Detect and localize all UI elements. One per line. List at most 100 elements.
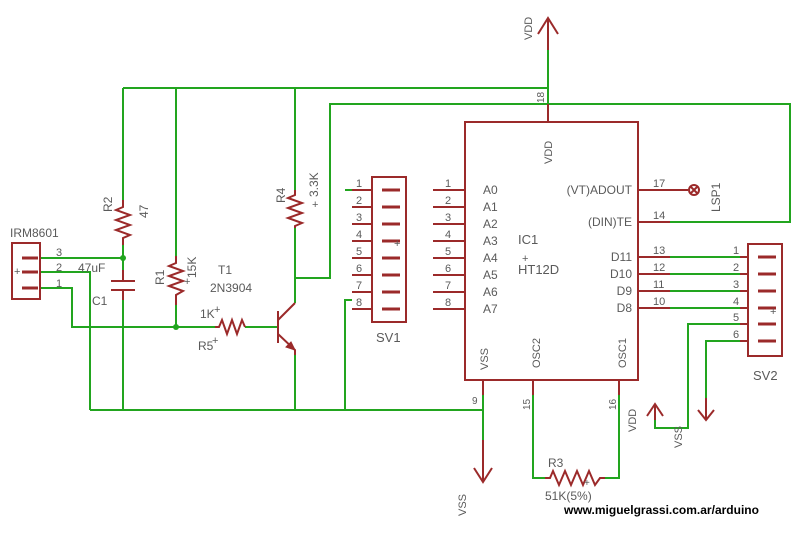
ic1-pin9-num: 9 — [472, 396, 478, 407]
ic1-vdd-label: VDD — [543, 141, 555, 164]
ic1-part: HT12D — [518, 262, 559, 277]
c1-label: C1 — [92, 294, 108, 308]
ic1-right-pin-num: 11 — [653, 279, 664, 291]
ic1-pin15-num: 15 — [522, 398, 533, 410]
sv2-pin-num: 5 — [733, 312, 739, 324]
r1-plus: + — [184, 276, 190, 288]
vdd-label-top: VDD — [523, 17, 535, 40]
sv2-header: 1 2 3 4 5 6 + SV2 — [733, 243, 783, 383]
sv2-plus: + — [770, 306, 776, 318]
ic1-pin16-num: 16 — [608, 398, 619, 410]
ic1-osc1-label: OSC1 — [617, 338, 629, 368]
ic1-left-pin-num: 8 — [445, 297, 451, 309]
ic1-left-pin-num: 4 — [445, 229, 451, 241]
sv1-pin-num: 4 — [356, 229, 362, 241]
ic1-left-pin-num: 1 — [445, 178, 451, 190]
junction-dot — [173, 324, 179, 330]
sv1-pin-num: 6 — [356, 263, 362, 275]
ic1-osc2-label: OSC2 — [531, 338, 543, 368]
vss-label-right: VSS — [673, 426, 685, 448]
r3-value: 51K(5%) — [545, 489, 592, 503]
r3-label: R3 — [548, 456, 564, 470]
irm-plus: + — [14, 266, 20, 278]
r5-plus-bottom: + — [212, 335, 218, 347]
ic1-left-pin-num: 5 — [445, 246, 451, 258]
sv2-pin-num: 2 — [733, 262, 739, 274]
wires — [40, 50, 791, 479]
ic1-vss-label: VSS — [479, 348, 491, 370]
vss-symbol-right-down — [697, 398, 715, 422]
transistor-t1: T1 2N3904 — [210, 263, 296, 355]
ic1-left-pin-label: A3 — [483, 234, 498, 248]
irm8601-connector: IRM8601 3 2 1 + — [10, 226, 62, 300]
r2-value: 47 — [137, 204, 151, 218]
ic1-left-pin-num: 6 — [445, 263, 451, 275]
irm-pin-1: 1 — [56, 278, 62, 290]
ic1-right-pin-label: (VT)ADOUT — [567, 183, 633, 197]
r5-plus-top: + — [214, 304, 220, 316]
sv2-pin-num: 1 — [733, 245, 739, 257]
irm-pin-3: 3 — [56, 247, 62, 259]
r1-label: R1 — [153, 269, 167, 285]
irm8601-label: IRM8601 — [10, 226, 59, 240]
vdd-symbol-top: VDD — [523, 16, 559, 50]
sv1-plus: + — [394, 238, 400, 250]
r5-value: 1K — [200, 307, 215, 321]
sv2-pin-num: 4 — [733, 296, 739, 308]
credit-url[interactable]: www.miguelgrassi.com.ar/arduino — [563, 503, 759, 517]
sv2-pin-num: 3 — [733, 279, 739, 291]
sv1-pin-num: 1 — [356, 178, 362, 190]
t1-label: T1 — [218, 263, 232, 277]
ic1-left-pin-num: 2 — [445, 195, 451, 207]
ic1-name: IC1 — [518, 232, 538, 247]
ic1-center-plus: + — [522, 253, 528, 265]
ic1-right-pin-num: 14 — [653, 210, 665, 222]
vss-symbol-right-up: VSS — [646, 402, 685, 448]
capacitor-c1: 47uF C1 — [78, 261, 135, 308]
junctions — [120, 255, 179, 330]
ic1-left-pin-num: 3 — [445, 212, 451, 224]
ic1-left-pin-label: A5 — [483, 268, 498, 282]
ic1-left-pin-label: A4 — [483, 251, 498, 265]
vss-label-bottom: VSS — [457, 494, 469, 516]
r5-label: R5 — [198, 339, 214, 353]
r1-value: 15K — [185, 257, 199, 278]
ic1-pin18-num: 18 — [536, 91, 547, 103]
sv1-pin-num: 7 — [356, 280, 362, 292]
resistor-r1: R1 15K + — [153, 256, 199, 305]
ic1-left-pin-label: A0 — [483, 183, 498, 197]
r2-label: R2 — [101, 196, 115, 212]
ic1-left-pin-label: A7 — [483, 302, 498, 316]
ic1-right-pin-num: 17 — [653, 178, 665, 190]
ic1-left-pin-label: A1 — [483, 200, 498, 214]
sv1-pin-num: 8 — [356, 297, 362, 309]
ic1-right-pin-num: 10 — [653, 296, 665, 308]
sv1-pin-num: 5 — [356, 246, 362, 258]
ic1-right-pin-label: D10 — [610, 267, 632, 281]
resistor-r5: 1K + R5 + — [198, 304, 246, 353]
sv1-pin-num: 3 — [356, 212, 362, 224]
sv2-label: SV2 — [753, 368, 778, 383]
resistor-r2: R2 47 — [101, 196, 151, 245]
lsp1-label: LSP1 — [709, 182, 723, 212]
ic1-right-pin-label: D11 — [611, 250, 632, 264]
ic1-right-pin-num: 12 — [653, 262, 665, 274]
c1-value: 47uF — [78, 261, 105, 275]
t1-part: 2N3904 — [210, 281, 252, 295]
sv1-label: SV1 — [376, 330, 401, 345]
sv2-pin-num: 6 — [733, 329, 739, 341]
sv1-header: 1 2 3 4 5 6 7 8 + SV1 — [352, 176, 407, 345]
ic1-left-pin-label: A2 — [483, 217, 498, 231]
lsp1-led: LSP1 — [655, 182, 723, 212]
r4-value: 3.3K — [307, 172, 321, 197]
ic1-right-pin-label: D8 — [617, 301, 633, 315]
resistor-r3: R3 51K(5%) + — [545, 456, 605, 503]
r4-label: R4 — [274, 187, 288, 203]
sv1-pin-num: 2 — [356, 195, 362, 207]
ic1-pin16-vdd: VDD — [627, 409, 639, 432]
r4-plus: + — [312, 199, 318, 211]
resistor-r4: R4 3.3K + — [274, 172, 321, 228]
